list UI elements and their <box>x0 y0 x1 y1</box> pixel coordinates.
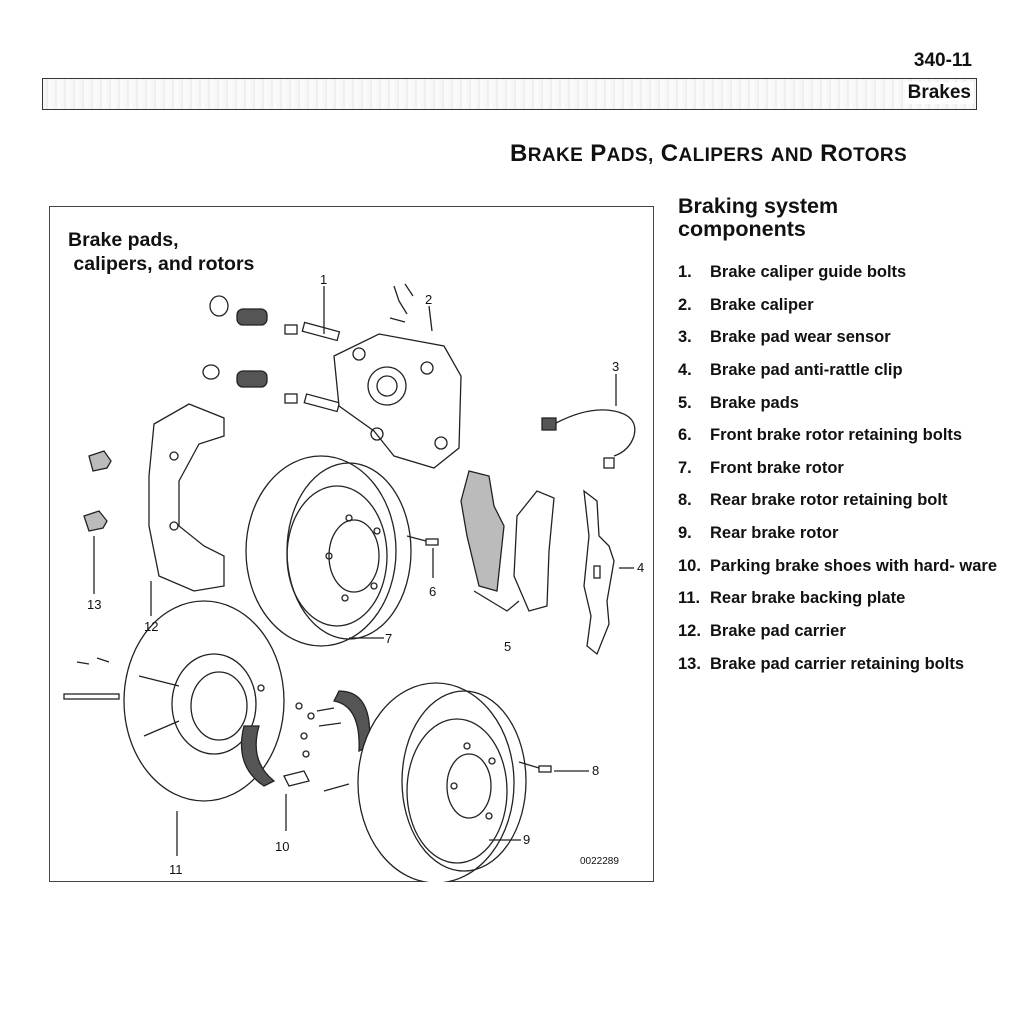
carrier-bolts-illustration <box>83 450 112 532</box>
callout-1: 1 <box>320 272 327 287</box>
leader-lines <box>93 286 634 856</box>
list-item: 10.Parking brake shoes with hard- ware <box>678 556 998 575</box>
rear-rotor-illustration <box>357 682 527 882</box>
callout-3: 3 <box>612 359 619 374</box>
components-list: 1.Brake caliper guide bolts 2.Brake cali… <box>678 262 998 686</box>
caliper-illustration <box>333 283 462 469</box>
figure-caption: Brake pads, calipers, and rotors <box>68 229 255 276</box>
page-number: 340-11 <box>913 50 972 71</box>
pad-carrier-illustration <box>148 403 225 592</box>
list-item: 9.Rear brake rotor <box>678 524 839 542</box>
figure-code: 0022289 <box>580 856 619 867</box>
list-item: 12.Brake pad carrier <box>678 621 846 640</box>
backing-plate-hardware-illustration <box>63 657 120 700</box>
list-item: 5.Brake pads <box>678 393 799 412</box>
callout-5: 5 <box>504 639 511 654</box>
callout-8: 8 <box>592 763 599 778</box>
anti-rattle-clip-illustration <box>583 489 615 656</box>
callout-numbers: 1 2 3 4 5 6 7 8 9 10 11 12 13 <box>87 272 644 877</box>
callout-4: 4 <box>637 560 644 575</box>
list-item: 13.Brake pad carrier retaining bolts <box>678 654 965 673</box>
front-rotor-illustration <box>245 455 412 647</box>
front-rotor-bolt-illustration <box>406 535 439 546</box>
exploded-brake-diagram: 1 2 3 4 5 6 7 8 9 10 11 12 13 <box>63 272 644 882</box>
header-bar: Brakes <box>42 78 977 110</box>
list-item: 8.Rear brake rotor retaining bolt <box>678 491 948 510</box>
brake-pads-illustration <box>460 470 555 612</box>
caliper-guide-bolts-illustration <box>202 295 341 413</box>
list-item: 2.Brake caliper <box>678 295 814 314</box>
callout-2: 2 <box>425 292 432 307</box>
components-heading: Braking system components <box>678 194 839 242</box>
callout-11: 11 <box>169 862 183 877</box>
list-item: 1.Brake caliper guide bolts <box>678 263 907 281</box>
callout-9: 9 <box>523 832 530 847</box>
rear-rotor-bolt-illustration <box>518 761 552 773</box>
list-item: 11.Rear brake backing plate <box>678 589 906 608</box>
figure-frame <box>49 206 654 882</box>
section-title: Brakes <box>904 82 974 104</box>
callout-13: 13 <box>87 597 101 612</box>
parking-brake-shoes-illustration <box>240 684 371 792</box>
callout-6: 6 <box>429 584 436 599</box>
callout-7: 7 <box>385 631 392 646</box>
callout-12: 12 <box>144 619 158 634</box>
page-title: BRAKE PADS, CALIPERS AND ROTORS <box>510 140 908 167</box>
list-item: 6.Front brake rotor retaining bolts <box>678 426 963 445</box>
list-item: 3.Brake pad wear sensor <box>678 328 891 347</box>
wear-sensor-illustration <box>541 409 636 469</box>
list-item: 7.Front brake rotor <box>678 458 844 477</box>
list-item: 4.Brake pad anti-rattle clip <box>678 360 903 379</box>
callout-10: 10 <box>275 839 289 854</box>
